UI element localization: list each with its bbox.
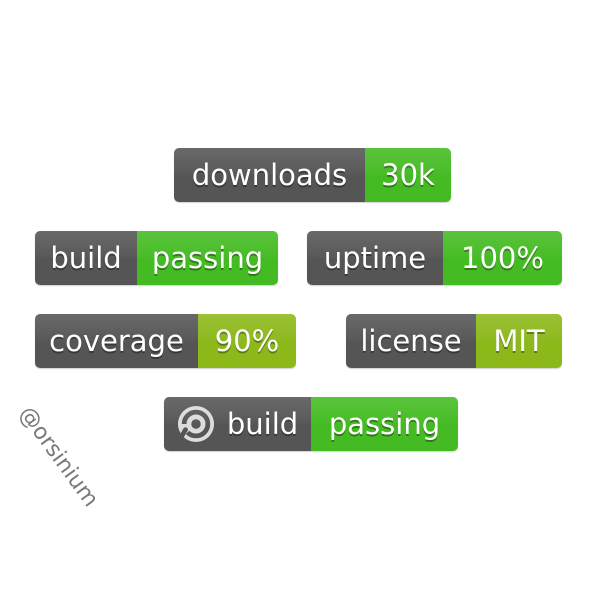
uptime-badge-label: uptime — [307, 231, 443, 285]
downloads-badge-label: downloads — [174, 148, 365, 202]
downloads-badge: downloads 30k — [174, 148, 451, 202]
build-logo-badge-label: build — [226, 407, 299, 441]
uptime-badge: uptime 100% — [307, 231, 562, 285]
license-badge-label: license — [346, 314, 476, 368]
build-logo-badge: build passing — [164, 397, 458, 451]
coverage-badge: coverage 90% — [35, 314, 296, 368]
license-badge: license MIT — [346, 314, 562, 368]
build-badge-label: build — [35, 231, 137, 285]
downloads-badge-value: 30k — [365, 148, 451, 202]
uptime-badge-value: 100% — [443, 231, 562, 285]
coverage-badge-value: 90% — [198, 314, 296, 368]
author-watermark: @orsinium — [13, 402, 104, 512]
build-logo-badge-label-section: build — [164, 397, 311, 451]
build-badge-value: passing — [137, 231, 278, 285]
coverage-badge-label: coverage — [35, 314, 198, 368]
build-logo-badge-value: passing — [311, 397, 458, 451]
circleci-logo-icon — [177, 405, 214, 443]
build-badge: build passing — [35, 231, 278, 285]
license-badge-value: MIT — [476, 314, 562, 368]
